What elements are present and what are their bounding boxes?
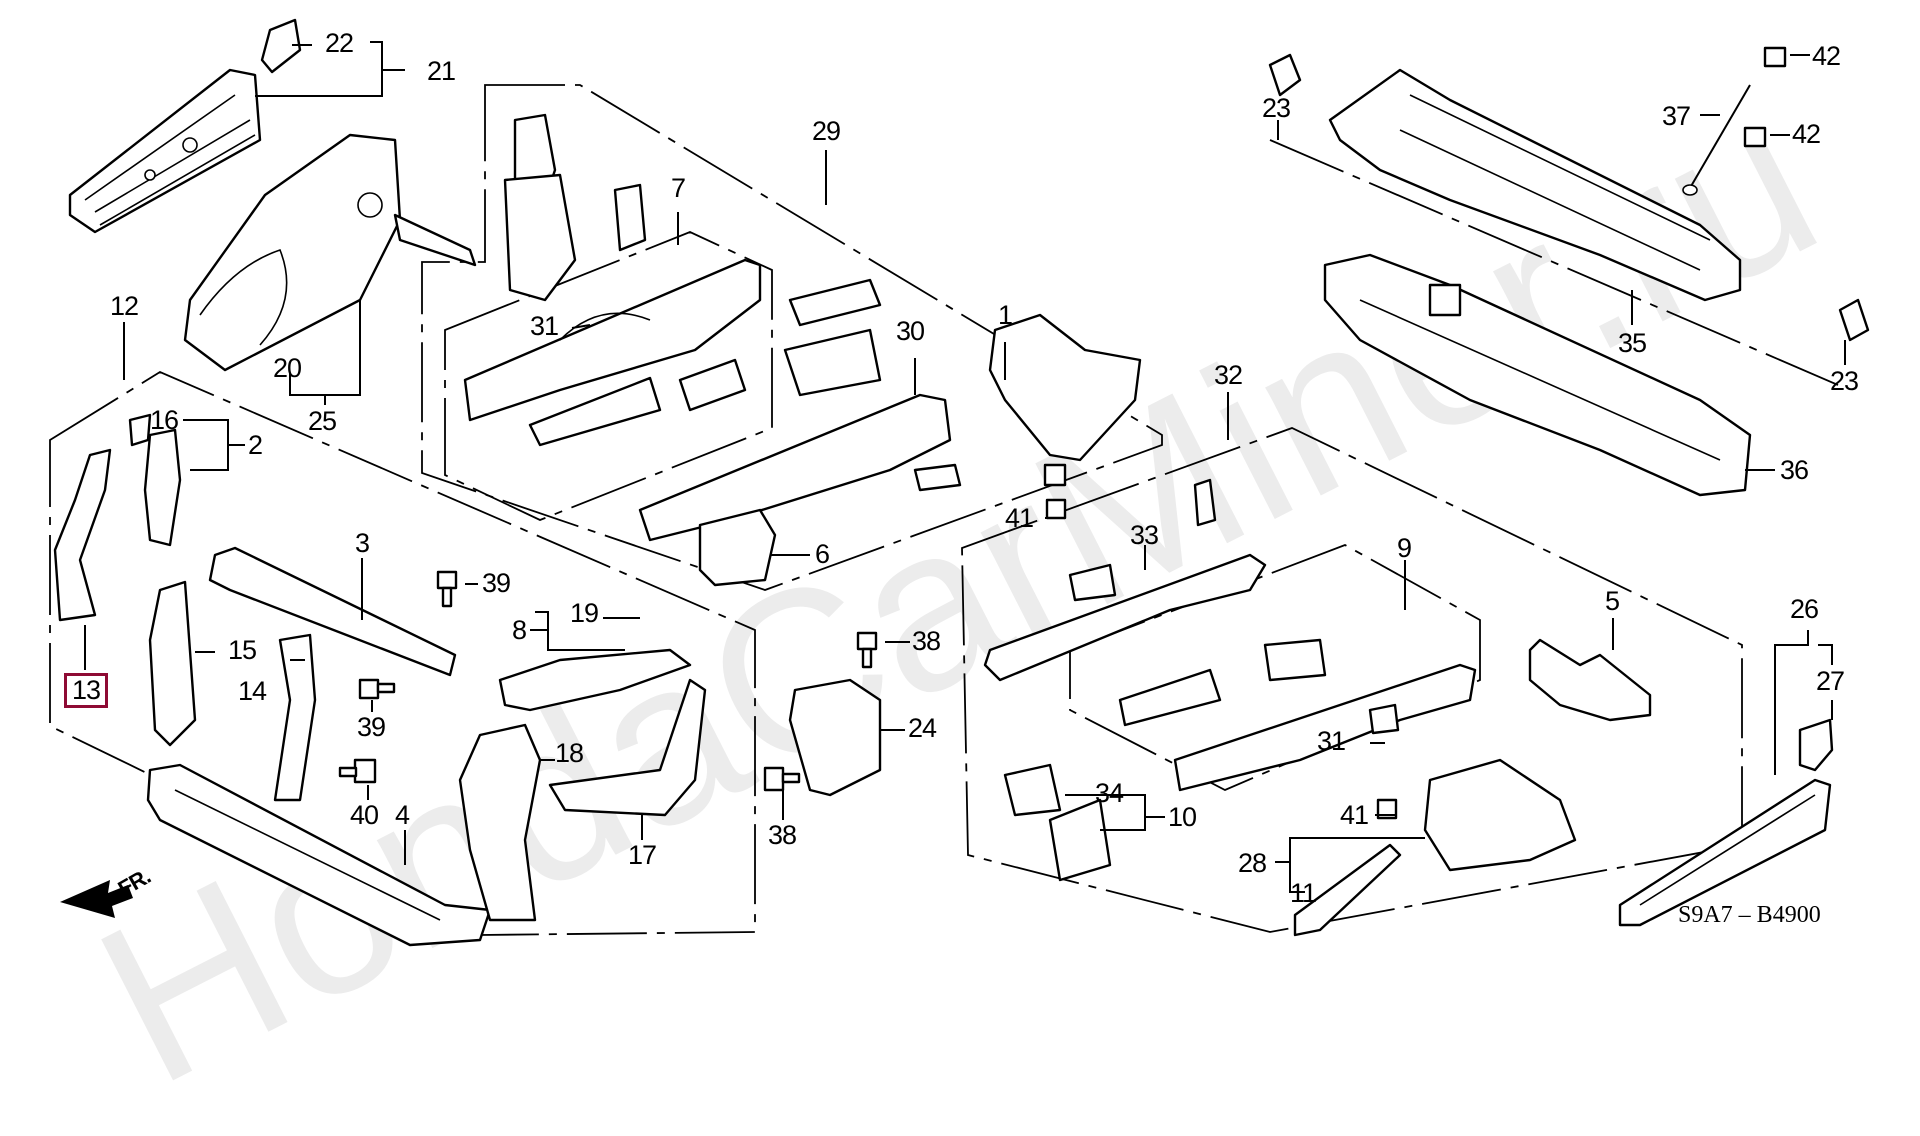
callout-5[interactable]: 5 — [1605, 586, 1620, 616]
callout-24[interactable]: 24 — [908, 713, 937, 743]
callout-39-upper[interactable]: 39 — [482, 568, 511, 598]
fastener-42b — [1743, 126, 1767, 148]
callout-39-lower[interactable]: 39 — [357, 712, 386, 742]
part-36-dashboard-lower — [1323, 253, 1752, 497]
callout-11[interactable]: 11 — [1290, 878, 1317, 908]
part-18-side-panel — [458, 723, 542, 922]
fastener-39b — [358, 678, 396, 700]
callout-30[interactable]: 30 — [896, 316, 925, 346]
part-26-side-sill — [1618, 778, 1832, 927]
callout-29[interactable]: 29 — [812, 116, 841, 146]
group-outline-12 — [49, 370, 756, 936]
callout-32[interactable]: 32 — [1214, 360, 1243, 390]
callout-33[interactable]: 33 — [1130, 520, 1159, 550]
callout-6[interactable]: 6 — [815, 539, 830, 569]
callout-18[interactable]: 18 — [555, 738, 584, 768]
callout-42-lower[interactable]: 42 — [1792, 119, 1821, 149]
callout-21[interactable]: 21 — [427, 56, 456, 86]
group-outline-23-35 — [1269, 139, 1839, 386]
part-14-side-support — [273, 633, 317, 802]
group-outline-9 — [1069, 544, 1481, 791]
part-8-bracket — [498, 648, 692, 712]
callout-37[interactable]: 37 — [1662, 101, 1691, 131]
callout-28[interactable]: 28 — [1238, 848, 1267, 878]
callout-8[interactable]: 8 — [512, 615, 527, 645]
part-25-wheelhouse — [183, 133, 477, 372]
callout-26[interactable]: 26 — [1790, 594, 1819, 624]
part-21-apron-upper — [68, 18, 302, 234]
fastener-42a — [1763, 46, 1787, 68]
callout-38-upper[interactable]: 38 — [912, 626, 941, 656]
callout-13-highlighted[interactable]: 13 — [64, 673, 109, 708]
part-10-brackets — [1003, 763, 1112, 882]
callout-34[interactable]: 34 — [1095, 778, 1124, 808]
callout-20[interactable]: 20 — [273, 353, 302, 383]
callout-41-upper[interactable]: 41 — [1005, 503, 1034, 533]
fastener-40 — [338, 758, 377, 784]
callout-23-upper[interactable]: 23 — [1262, 93, 1291, 123]
callout-41-lower[interactable]: 41 — [1340, 800, 1369, 830]
part-7-frame-rail — [463, 258, 762, 447]
callout-1[interactable]: 1 — [998, 300, 1013, 330]
callout-22[interactable]: 22 — [325, 28, 354, 58]
part-5-member — [1528, 638, 1652, 722]
fastener-38b — [763, 766, 801, 792]
callout-14[interactable]: 14 — [238, 676, 267, 706]
part-2-bracket — [128, 413, 182, 547]
callout-3[interactable]: 3 — [355, 528, 370, 558]
callout-17[interactable]: 17 — [628, 840, 657, 870]
callout-25[interactable]: 25 — [308, 406, 337, 436]
callout-35[interactable]: 35 — [1618, 328, 1647, 358]
group-outline-7 — [444, 231, 773, 521]
arrow-left-icon — [60, 880, 133, 918]
callout-38-lower[interactable]: 38 — [768, 820, 797, 850]
callout-42-upper[interactable]: 42 — [1812, 41, 1841, 71]
callout-23-lower[interactable]: 23 — [1830, 366, 1859, 396]
part-33-frame-rail — [983, 478, 1267, 682]
diagram-drawing — [49, 18, 1870, 947]
part-30-frame-rail — [638, 278, 962, 542]
part-24-bracket — [788, 678, 882, 797]
callout-4[interactable]: 4 — [395, 800, 410, 830]
parts-diagram: HondaCarMiner.ru — [49, 18, 1870, 1133]
part-27-bracket — [1798, 718, 1834, 772]
diagram-code: S9A7 – B4900 — [1678, 902, 1821, 928]
callout-10[interactable]: 10 — [1168, 802, 1197, 832]
part-9-frame-rail — [1118, 638, 1477, 792]
fastener-38a — [856, 631, 878, 669]
callout-2[interactable]: 2 — [248, 430, 263, 460]
fastener-39a — [436, 570, 458, 608]
part-17-lower-brace — [548, 678, 707, 817]
part-35-cowl-upper — [1328, 68, 1742, 302]
part-29-bracket-set — [503, 113, 647, 302]
part-1-member — [988, 313, 1142, 487]
callout-27[interactable]: 27 — [1816, 666, 1845, 696]
fastener-41a — [1045, 498, 1067, 520]
callout-36[interactable]: 36 — [1780, 455, 1809, 485]
part-23b-bracket — [1838, 298, 1870, 342]
part-37-rod — [1682, 84, 1751, 196]
part-4-lower-crossmember — [146, 763, 492, 947]
callout-31-lower[interactable]: 31 — [1317, 726, 1346, 756]
callout-31-upper[interactable]: 31 — [530, 311, 559, 341]
callout-40[interactable]: 40 — [350, 800, 379, 830]
part-3-upper-crossmember — [208, 546, 457, 677]
callout-12[interactable]: 12 — [110, 291, 139, 321]
callout-7[interactable]: 7 — [671, 173, 686, 203]
callout-9[interactable]: 9 — [1397, 533, 1412, 563]
part-13-upright — [53, 448, 112, 622]
part-23a-bracket — [1268, 53, 1302, 97]
part-15-side-support — [148, 580, 197, 747]
part-6-bracket — [698, 508, 777, 587]
callout-15[interactable]: 15 — [228, 635, 257, 665]
callout-19[interactable]: 19 — [570, 598, 599, 628]
front-direction-arrow — [60, 880, 133, 918]
fastener-41b — [1376, 798, 1398, 820]
part-28-rail-rear — [1293, 758, 1577, 937]
callout-16[interactable]: 16 — [150, 405, 179, 435]
